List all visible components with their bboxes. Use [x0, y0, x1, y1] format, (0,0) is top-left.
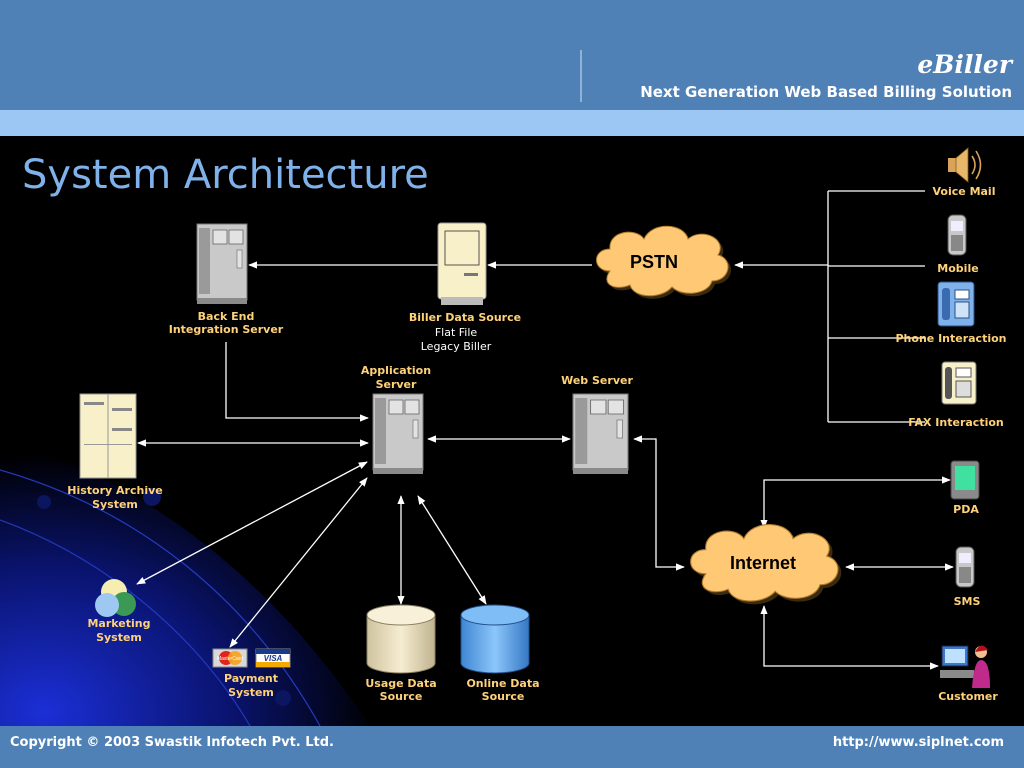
- application-server-label-line2: Server: [376, 378, 417, 391]
- marketing-system-icon: [95, 579, 136, 617]
- online-data-label-line2: Source: [482, 690, 525, 703]
- fax-phone-icon: [941, 361, 977, 405]
- back-end-label-line2: Integration Server: [169, 323, 284, 336]
- online-data-label-line1: Online Data: [466, 677, 539, 690]
- biller-data-source-icon: [437, 222, 487, 305]
- user-at-computer-icon: [940, 645, 990, 688]
- page-title: System Architecture: [22, 152, 429, 198]
- history-archive-icon: [79, 393, 137, 479]
- header-divider: [580, 50, 582, 102]
- brand-title: eBiller: [917, 50, 1012, 79]
- history-archive-label-line1: History Archive: [67, 484, 162, 497]
- payment-label-line2: System: [228, 686, 274, 699]
- header-bar: [0, 0, 1024, 110]
- marketing-label-line1: Marketing: [87, 617, 150, 630]
- payment-label-line1: Payment: [224, 672, 278, 685]
- mobile-label: Mobile: [937, 262, 978, 275]
- web-server-label: Web Server: [561, 374, 633, 387]
- mastercard-icon: MasterCard: [212, 648, 248, 668]
- swoosh-dot: [275, 690, 291, 706]
- connector-internet-customer: [760, 605, 939, 670]
- usage-data-label-line2: Source: [380, 690, 423, 703]
- sms-label: SMS: [954, 595, 981, 608]
- pstn-label: PSTN: [630, 252, 678, 272]
- sms-phone-icon: [955, 546, 975, 588]
- telephone-icon: [937, 281, 975, 327]
- usage-data-source-icon: [366, 604, 436, 674]
- internet-label: Internet: [730, 553, 796, 573]
- usage-data-label-line1: Usage Data: [365, 677, 436, 690]
- phone-interaction-label: Phone Interaction: [896, 332, 1007, 345]
- background-swoosh: [0, 440, 370, 726]
- connector-pda-internet: [760, 476, 951, 529]
- connections: [136, 190, 954, 670]
- speaker-icon: [948, 147, 982, 183]
- connector-backend-to-app: [225, 342, 369, 422]
- pda-icon: [950, 460, 980, 500]
- back-end-server-icon: [196, 223, 248, 305]
- swoosh-dot: [37, 495, 51, 509]
- footer-bar: [0, 726, 1024, 768]
- connector-web-internet: [633, 435, 685, 571]
- marketing-label-line2: System: [96, 631, 142, 644]
- biller-data-source-sub2: Legacy Biller: [421, 340, 492, 353]
- website-link[interactable]: http://www.siplnet.com: [832, 735, 1004, 750]
- fax-interaction-label: FAX Interaction: [908, 416, 1004, 429]
- header-band: [0, 110, 1024, 136]
- biller-data-source-label: Biller Data Source: [409, 311, 521, 324]
- customer-label: Customer: [938, 690, 998, 703]
- online-data-source-icon: [460, 604, 530, 674]
- pda-label: PDA: [953, 503, 979, 516]
- mastercard-text: MasterCard: [217, 656, 243, 662]
- connector-app-payment: [229, 477, 368, 648]
- application-server-icon: [372, 393, 424, 475]
- web-server-icon: [572, 393, 629, 475]
- copyright-text: Copyright © 2003 Swastik Infotech Pvt. L…: [10, 735, 334, 750]
- connector-app-online: [417, 495, 487, 605]
- application-server-label-line1: Application: [361, 364, 431, 377]
- voice-mail-label: Voice Mail: [933, 185, 996, 198]
- mobile-phone-icon: [947, 214, 967, 256]
- swoosh-curve: [0, 519, 251, 727]
- biller-data-source-sub1: Flat File: [435, 326, 478, 339]
- brand-tagline: Next Generation Web Based Billing Soluti…: [640, 83, 1012, 101]
- back-end-label-line1: Back End: [198, 310, 255, 323]
- history-archive-label-line2: System: [92, 498, 138, 511]
- visa-text: VISA: [264, 654, 283, 663]
- visa-icon: VISA: [255, 648, 291, 668]
